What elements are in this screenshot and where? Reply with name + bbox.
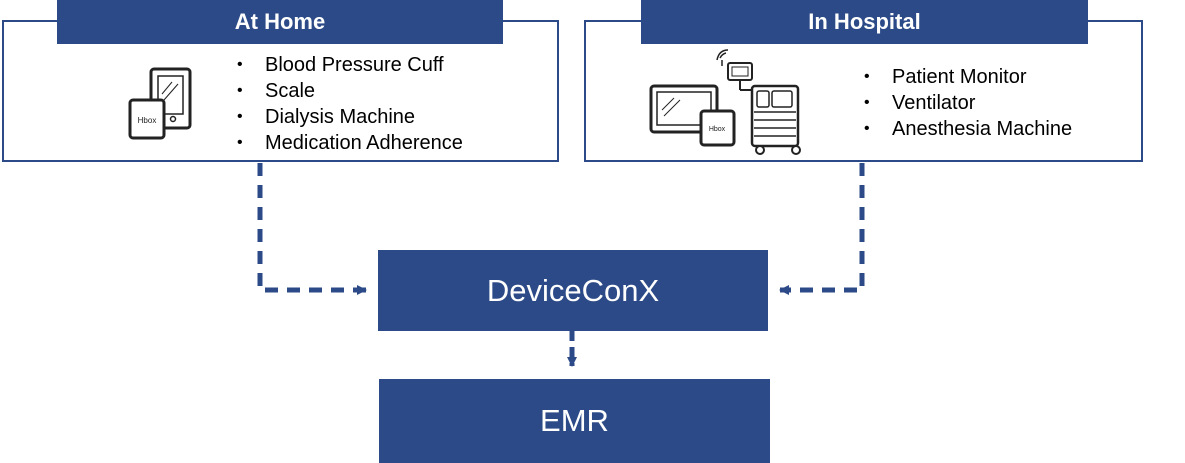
list-item: Patient Monitor [864, 64, 1072, 90]
hbox-label: Hbox [709, 126, 726, 133]
list-item: Blood Pressure Cuff [237, 52, 463, 78]
wireless-icon [716, 49, 729, 66]
in-hospital-device-list: Patient Monitor Ventilator Anesthesia Ma… [864, 64, 1072, 142]
list-item: Ventilator [864, 90, 1072, 116]
hbox-icon: Hbox [699, 109, 736, 147]
at-home-device-list: Blood Pressure Cuff Scale Dialysis Machi… [237, 52, 463, 156]
in-hospital-title: In Hospital [641, 0, 1088, 44]
hbox-label: Hbox [138, 116, 157, 125]
at-home-title: At Home [57, 0, 503, 44]
list-item: Medication Adherence [237, 130, 463, 156]
list-item: Scale [237, 78, 463, 104]
list-item: Anesthesia Machine [864, 116, 1072, 142]
emr-node: EMR [379, 379, 770, 463]
deviceconx-node: DeviceConX [378, 250, 768, 331]
list-item: Dialysis Machine [237, 104, 463, 130]
hospital-to-deviceconx-arrow [779, 163, 865, 295]
medical-cart-icon [727, 62, 801, 155]
hbox-icon: Hbox [128, 98, 166, 140]
